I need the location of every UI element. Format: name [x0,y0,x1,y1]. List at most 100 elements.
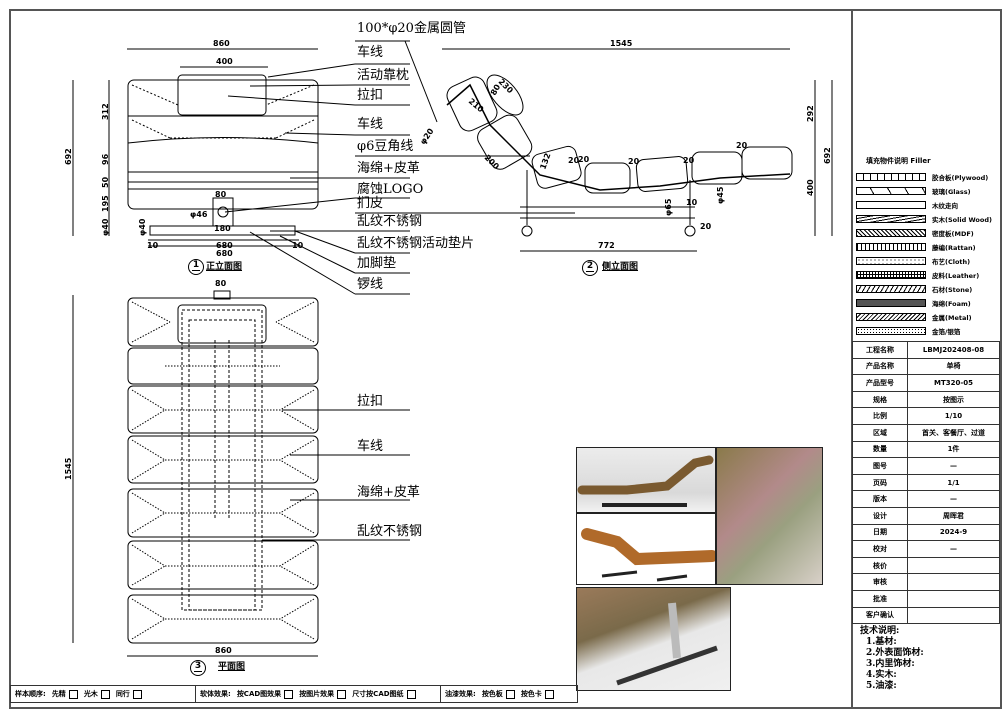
dim-phi20: φ20 [418,126,436,146]
reference-photo-1 [576,447,716,513]
title-value: MT320-05 [907,374,1000,392]
view-title-front: 正立面图 [206,262,243,272]
view-title-side: 侧立面图 [602,262,639,272]
dim-plan-1545: 1545 [64,457,73,480]
title-value: 单椅 [907,357,1000,376]
label-foot-pad: 加脚垫 [357,256,397,271]
reference-photo-3 [576,513,716,585]
wood-grain-swatch [856,201,926,209]
opt-cad-size[interactable]: 尺寸按CAD图纸 [352,689,416,699]
title-value: — [907,457,1000,475]
legend-row: 海绵(Foam) [856,296,1000,310]
dim-50: 50 [101,176,110,188]
title-value: 1件 [907,440,1000,459]
glass-swatch [856,187,926,195]
title-value: 按图示 [907,390,1000,409]
plan-label-stainless: 乱纹不锈钢 [357,524,423,539]
legend-row: 金属(Metal) [856,310,1000,324]
dim-side-20d: 20 [683,156,695,165]
note-item: 2.外表面饰材: [866,648,924,658]
opt-first[interactable]: 先精 [52,689,78,699]
opt-same[interactable]: 同行 [116,689,142,699]
note-item: 4.实木: [866,670,897,680]
legend-row: 实木(Solid Wood) [856,212,1000,226]
note-item: 1.基材: [866,637,897,647]
dim-phi40: φ40 [101,218,110,236]
title-key: 工程名称 [852,341,908,359]
sample-order-group: 样本顺序: 先精 光木 同行 [11,686,196,702]
label-button-tuft: 拉扣 [357,88,384,103]
legend-row: 玻璃(Glass) [856,184,1000,198]
dim-1545: 1545 [610,39,633,48]
filler-legend: 填充物件说明 Filler 胶合板(Plywood) 玻璃(Glass) 木纹走… [852,150,1000,340]
title-key: 设计 [852,506,908,525]
dim-side-20b: 20 [578,155,590,164]
opt-cad-effect[interactable]: 按CAD图效果 [237,689,294,699]
title-row: 设计周晖君 [852,506,1000,525]
dim-side-692: 692 [823,147,832,164]
checkbox[interactable] [337,689,347,699]
title-row: 产品名称单椅 [852,357,1000,376]
checkbox[interactable] [406,689,416,699]
label-foam-leather: 海绵+皮革 [357,161,420,176]
title-value [907,606,1000,625]
title-key: 审核 [852,573,908,591]
side-view [442,48,833,252]
title-key: 规格 [852,390,908,409]
gold-leaf-swatch [856,327,926,335]
technical-notes: 技术说明: 1.基材: 2.外表面饰材: 3.内里饰材: 4.实木: 5.油漆: [852,622,1000,707]
title-row: 版本— [852,490,1000,508]
rattan-swatch [856,243,926,251]
label-stitch-1: 车线 [357,45,384,60]
title-key: 区域 [852,423,908,442]
title-value: 1/10 [907,407,1000,425]
legend-title: 填充物件说明 Filler [866,157,931,165]
dim-292: 292 [806,105,815,122]
title-key: 图号 [852,457,908,475]
dim-680: 680 [216,241,233,250]
dim-20: 20 [700,222,712,231]
legend-row: 密度板(MDF) [856,226,1000,240]
dim-860: 860 [213,39,230,48]
label-stainless-pad: 乱纹不锈钢活动垫片 [357,236,475,251]
view-number-1: 1 [188,259,204,275]
sample-options-bar: 样本顺序: 先精 光木 同行 软体效果: 按CAD图效果 按图片效果 尺寸按CA… [10,685,578,703]
checkbox[interactable] [100,689,110,699]
cloth-swatch [856,257,926,265]
title-key: 批准 [852,589,908,608]
dim-10l: 10 [147,241,159,250]
opt-color-card[interactable]: 按色卡 [521,689,554,699]
title-key: 产品名称 [852,357,908,376]
checkbox[interactable] [132,689,142,699]
view-title-plan: 平面图 [218,662,246,672]
front-view [72,48,319,247]
solid-wood-swatch [856,215,926,223]
foam-swatch [856,299,926,307]
opt-image-effect[interactable]: 按图片效果 [299,689,347,699]
title-value: 1/1 [907,473,1000,492]
title-key: 比例 [852,407,908,425]
label-stainless: 乱纹不锈钢 [357,214,423,229]
dim-132: 132 [538,152,552,171]
plywood-swatch [856,173,926,181]
checkbox[interactable] [68,689,78,699]
title-key: 数量 [852,440,908,459]
checkbox[interactable] [505,689,515,699]
title-value: — [907,490,1000,508]
label-stitch-2: 车线 [357,117,384,132]
title-row: 规格按图示 [852,390,1000,409]
dim-195: 195 [101,195,110,212]
title-value: 周晖君 [907,506,1000,525]
dim-80: 80 [215,190,227,199]
reference-photo-2 [716,447,823,585]
opt-color-board[interactable]: 按色板 [482,689,515,699]
dim-phi65: φ65 [664,198,673,216]
opt-raw-wood[interactable]: 光木 [84,689,110,699]
checkbox[interactable] [544,689,554,699]
title-value: 首关、客餐厅、过道 [907,423,1000,442]
checkbox[interactable] [284,689,294,699]
